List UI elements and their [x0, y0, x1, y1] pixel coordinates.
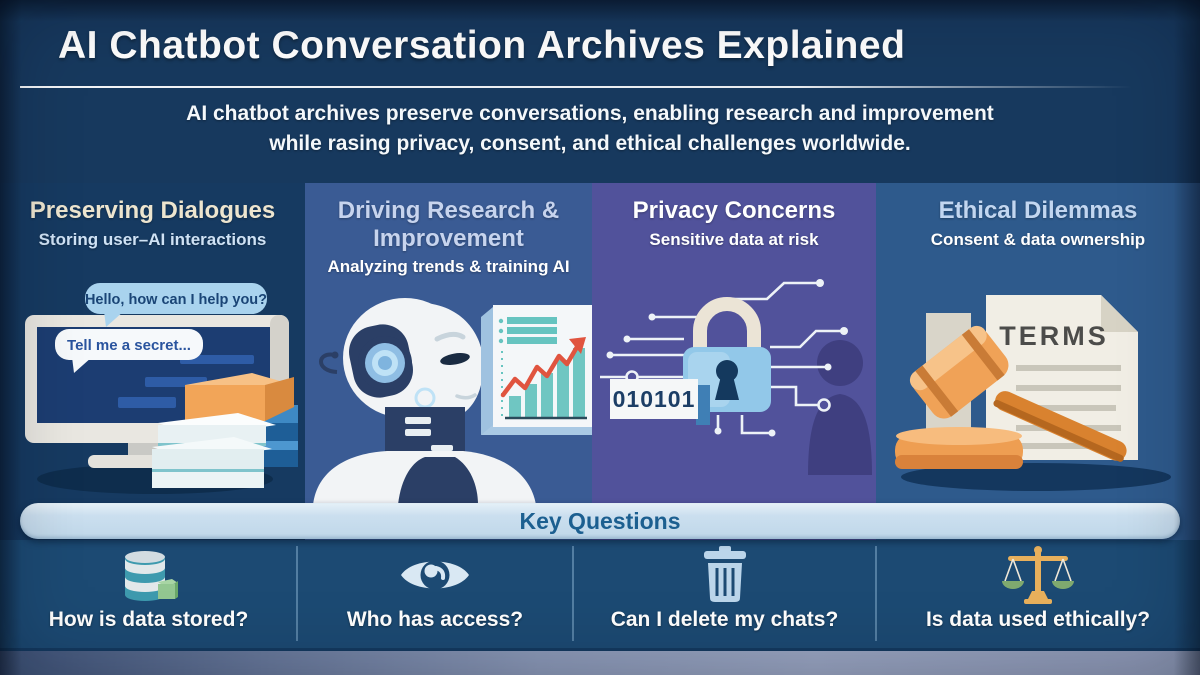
column-subtitle: Consent & data ownership: [930, 229, 1146, 249]
eye-icon: [401, 560, 469, 590]
header: AI Chatbot Conversation Archives Explain…: [0, 0, 1200, 183]
page-subtitle: AI chatbot archives preserve conversatio…: [0, 99, 1180, 160]
privacy-illustration: 010101: [600, 279, 872, 475]
subtitle-line-2: while rasing privacy, consent, and ethic…: [269, 132, 911, 156]
binary-label: 010101: [610, 379, 710, 425]
column-title: Preserving Dialogues: [29, 197, 276, 224]
question-item-deletion: Can I delete my chats?: [573, 540, 876, 648]
svg-text:TERMS: TERMS: [999, 321, 1109, 351]
analytics-chart-icon: [481, 305, 592, 435]
column-title: Privacy Concerns: [632, 197, 836, 224]
bottom-strip: [0, 648, 1200, 675]
topic-columns: Preserving Dialogues Storing user–AI int…: [0, 183, 1200, 540]
column-title: Ethical Dilemmas: [938, 197, 1138, 224]
column-preserving-dialogues: Preserving Dialogues Storing user–AI int…: [0, 183, 305, 540]
question-text: Can I delete my chats?: [610, 608, 839, 631]
question-text: Is data used ethically?: [925, 608, 1151, 631]
column-driving-research: Driving Research & Improvement Analyzing…: [305, 183, 592, 540]
svg-text:Tell me a secret...: Tell me a secret...: [67, 337, 191, 354]
question-text: How is data stored?: [48, 608, 249, 631]
questions-row: How is data stored? Who has access?: [0, 540, 1200, 648]
svg-text:Hello, how can I help you?: Hello, how can I help you?: [85, 292, 267, 308]
scales-icon: [1002, 546, 1074, 604]
ethics-illustration: TERMS: [895, 295, 1171, 491]
person-silhouette: [808, 340, 872, 475]
divider: [296, 546, 298, 641]
robot-chart-illustration: [313, 298, 592, 505]
monitor-chat-illustration: Hello, how can I help you? Tell me a sec…: [25, 283, 298, 494]
question-item-storage: How is data stored?: [0, 540, 297, 648]
column-ethical-dilemmas: Ethical Dilemmas Consent & data ownershi…: [876, 183, 1200, 540]
question-item-access: Who has access?: [297, 540, 573, 648]
subtitle-line-1: AI chatbot archives preserve conversatio…: [186, 102, 994, 125]
divider: [875, 546, 877, 641]
divider: [572, 546, 574, 641]
svg-text:010101: 010101: [613, 386, 696, 412]
column-subtitle: Storing user–AI interactions: [38, 229, 267, 249]
column-subtitle: Sensitive data at risk: [649, 229, 819, 249]
key-questions-title: Key Questions: [519, 507, 681, 534]
database-icon: [124, 551, 178, 601]
title-divider: [20, 86, 1132, 88]
question-item-ethics: Is data used ethically?: [876, 540, 1200, 648]
page-title: AI Chatbot Conversation Archives Explain…: [58, 24, 906, 67]
key-questions-banner: Key Questions: [20, 503, 1180, 539]
trash-icon: [703, 546, 746, 602]
column-privacy-concerns: Privacy Concerns Sensitive data at risk: [592, 183, 876, 540]
question-text: Who has access?: [346, 608, 524, 631]
column-title: Driving Research & Improvement: [337, 197, 560, 252]
